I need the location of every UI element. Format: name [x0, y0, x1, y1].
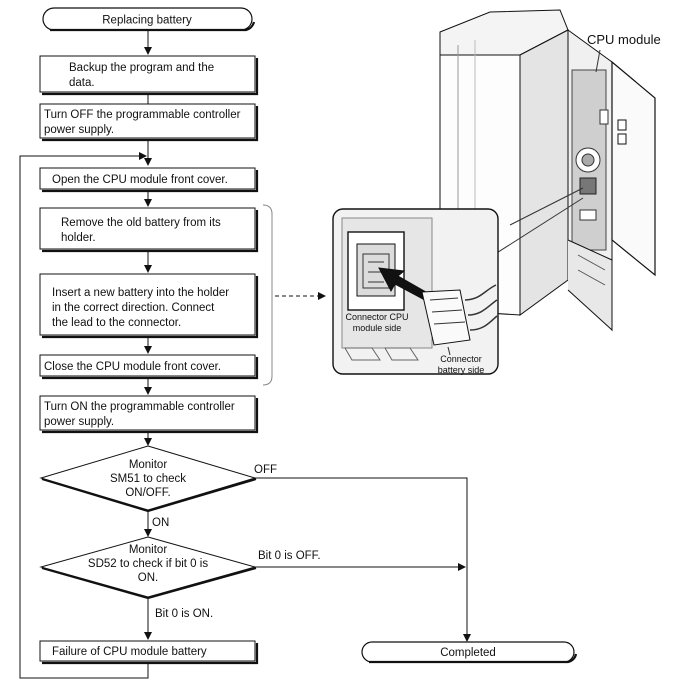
step-power-off-line1: Turn OFF the programmable controller — [44, 109, 241, 121]
flowchart: Replacing battery Backup the program and… — [19, 7, 578, 679]
step-backup-line2: data. — [69, 77, 95, 89]
step-backup: Backup the program and the data. — [39, 55, 259, 96]
connector-battery-label-line1: Connector — [440, 354, 482, 364]
decision-sm51: Monitor SM51 to check ON/OFF. — [39, 445, 257, 513]
end-terminal: Completed — [361, 641, 578, 664]
decision-sd52-line2: SD52 to check if bit 0 is — [88, 558, 208, 570]
decision-sd52-line3: ON. — [138, 572, 158, 584]
step-failure: Failure of CPU module battery — [39, 640, 259, 665]
step-insert-battery-line2: in the correct direction. Connect — [52, 302, 215, 314]
step-power-on: Turn ON the programmable controller powe… — [39, 395, 259, 434]
step-power-on-line2: power supply. — [44, 416, 114, 428]
step-power-off-line2: power supply. — [44, 124, 114, 136]
decision-sd52: Monitor SD52 to check if bit 0 is ON. — [39, 536, 257, 600]
start-terminal: Replacing battery — [42, 7, 256, 32]
step-close-cover-label: Close the CPU module front cover. — [44, 361, 221, 373]
decision-sm51-line1: Monitor — [129, 459, 168, 471]
step-insert-battery-line3: the lead to the connector. — [52, 317, 181, 329]
decision-sm51-line2: SM51 to check — [110, 473, 186, 485]
step-close-cover: Close the CPU module front cover. — [39, 354, 259, 380]
step-backup-line1: Backup the program and the — [69, 62, 214, 74]
step-remove-battery: Remove the old battery from its holder. — [39, 207, 259, 253]
step-failure-label: Failure of CPU module battery — [52, 646, 207, 658]
start-label: Replacing battery — [102, 15, 192, 27]
step-insert-battery: Insert a new battery into the holder in … — [39, 273, 259, 339]
decision-sd52-line1: Monitor — [129, 544, 168, 556]
cpu-module-label: CPU module — [587, 32, 661, 47]
decision-sd52-on-label: Bit 0 is ON. — [155, 608, 213, 620]
connector-battery-label-line2: battery side — [438, 365, 485, 375]
decision-sd52-off-label: Bit 0 is OFF. — [258, 550, 321, 562]
step-remove-battery-line1: Remove the old battery from its — [61, 217, 221, 229]
decision-sm51-on-label: ON — [152, 517, 169, 529]
end-label: Completed — [440, 647, 496, 659]
step-open-cover: Open the CPU module front cover. — [39, 167, 259, 193]
connector-cpu-label-line1: Connector CPU — [345, 312, 408, 322]
step-remove-battery-line2: holder. — [61, 232, 96, 244]
grouping-bracket — [262, 204, 273, 386]
connector-cpu-label-line2: module side — [353, 323, 402, 333]
step-open-cover-label: Open the CPU module front cover. — [52, 174, 228, 186]
decision-sm51-line3: ON/OFF. — [125, 487, 170, 499]
step-power-off: Turn OFF the programmable controller pow… — [39, 103, 259, 142]
connector-inset: Connector CPU module side Connector batt… — [332, 208, 499, 375]
step-insert-battery-line1: Insert a new battery into the holder — [52, 287, 229, 299]
step-power-on-line1: Turn ON the programmable controller — [44, 401, 235, 413]
decision-sm51-off-label: OFF — [254, 464, 277, 476]
